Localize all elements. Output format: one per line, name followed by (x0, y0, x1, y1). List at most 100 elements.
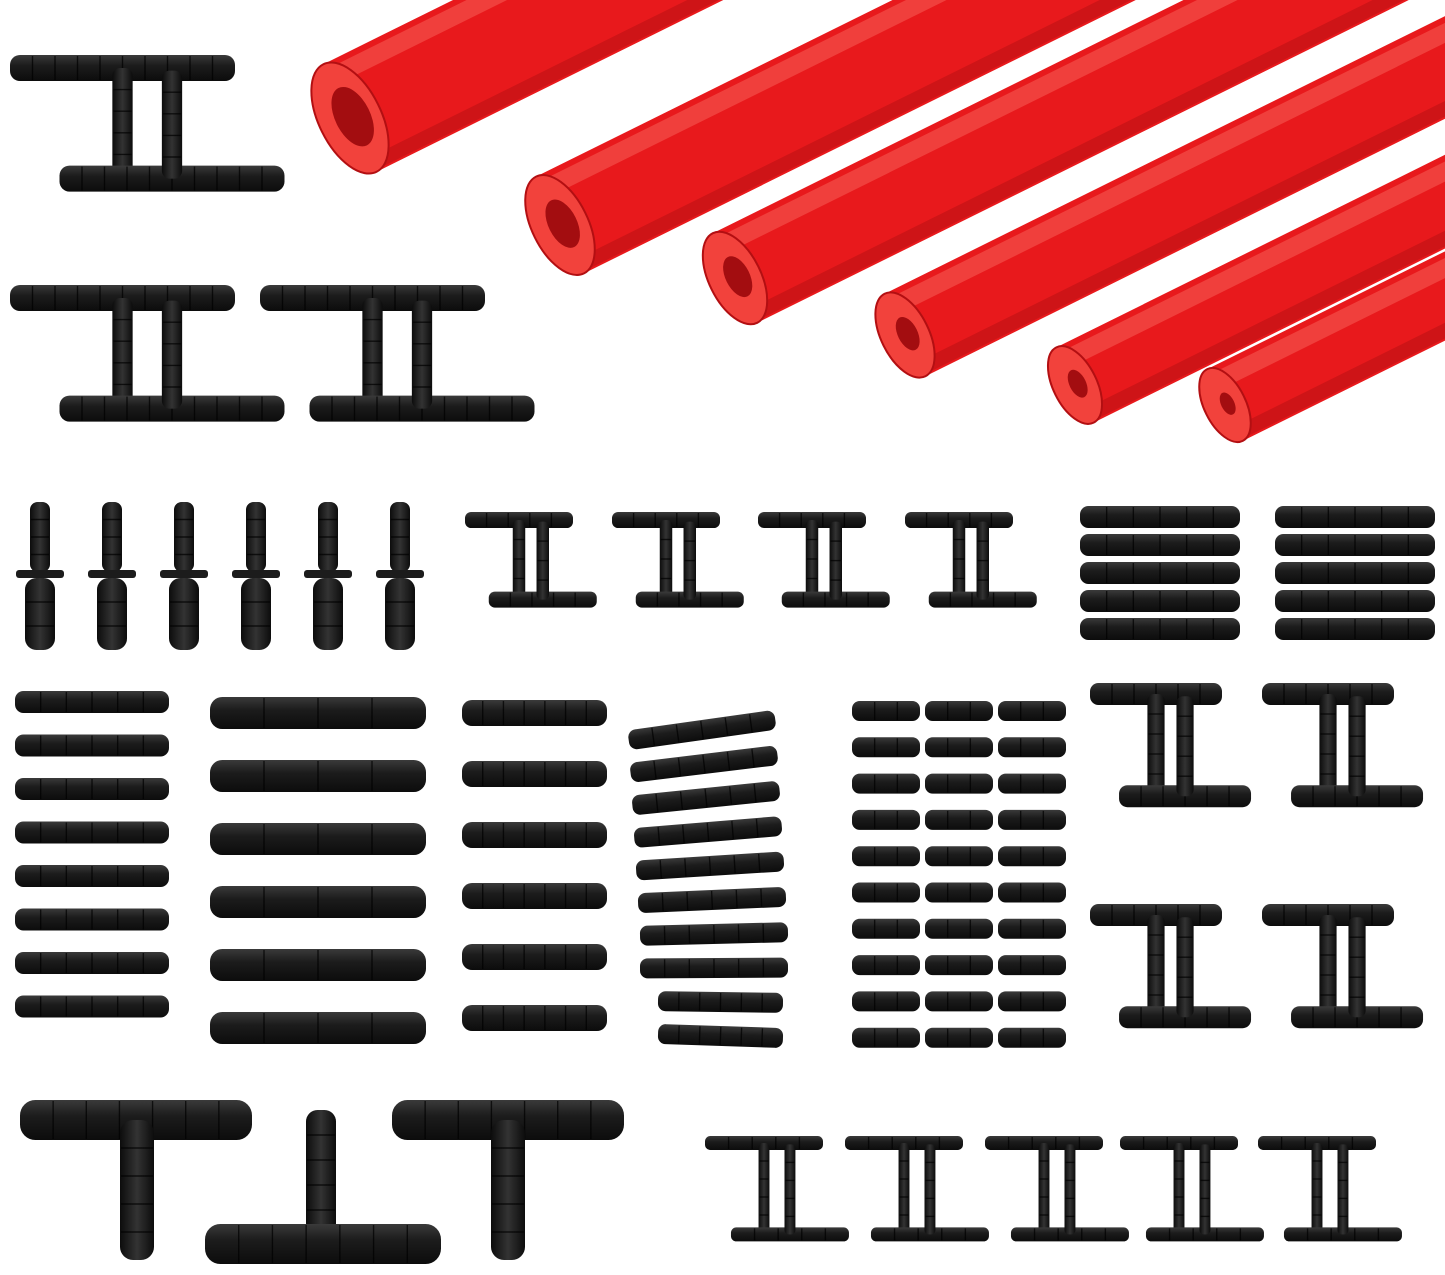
mini-tee-pair-lower (1145, 1144, 1264, 1242)
reducer-coupler (304, 502, 352, 650)
medium-tee-pair-upper (1262, 683, 1394, 794)
short-coupler (998, 991, 1066, 1012)
long-coupler (210, 760, 426, 792)
reducer-coupler (160, 502, 208, 650)
short-coupler (998, 918, 1066, 939)
mini-tee-pair-upper (705, 1136, 823, 1233)
long-coupler (210, 697, 426, 729)
large-tee-pair (10, 285, 285, 422)
short-coupler (852, 737, 920, 758)
large-tee-pair (10, 55, 285, 192)
mini-tee-pair (845, 1136, 989, 1242)
medium-tee-pair-lower (1119, 917, 1252, 1029)
giant-tee (205, 1110, 441, 1264)
mini-tee-pair-upper (1120, 1136, 1238, 1233)
small-tee-pair-lower (635, 521, 744, 608)
ridged-coupler (462, 883, 607, 909)
straight-coupler (15, 952, 169, 974)
mini-tee-pair (1258, 1136, 1402, 1242)
medium-tee-pair-upper (1090, 904, 1222, 1015)
small-tee-pair-lower (928, 521, 1037, 608)
red-tube (1198, 251, 1445, 444)
medium-tee-pair (1090, 683, 1252, 808)
medium-tee-pair-lower (1291, 696, 1424, 808)
short-coupler (852, 846, 920, 867)
angled-coupler (637, 887, 787, 913)
mini-tee-pair-upper (1258, 1136, 1376, 1233)
angled-coupler (628, 710, 776, 750)
short-coupler (998, 1027, 1066, 1048)
large-tee-pair (260, 285, 535, 422)
stacked-coupler (1080, 506, 1240, 528)
short-coupler (852, 773, 920, 794)
short-coupler (852, 701, 920, 721)
large-tee-pair-lower (309, 300, 535, 422)
mini-tee-pair (705, 1136, 849, 1242)
medium-tee-pair (1262, 683, 1424, 808)
medium-tee-pair-upper (1090, 683, 1222, 794)
ridged-coupler (462, 1005, 607, 1031)
small-tee-pair-upper (465, 512, 573, 598)
red-tube (701, 0, 1409, 326)
angled-coupler (639, 957, 789, 979)
red-tube (310, 0, 724, 175)
large-tee-pair-lower (59, 70, 285, 192)
small-tee-pair-upper (905, 512, 1013, 598)
medium-tee-pair (1262, 904, 1424, 1029)
mini-tee-pair (1120, 1136, 1264, 1242)
angled-coupler (634, 816, 782, 848)
long-coupler (210, 1012, 426, 1044)
ridged-coupler (462, 761, 607, 787)
short-coupler (925, 701, 993, 721)
mini-tee-pair-upper (845, 1136, 963, 1233)
short-coupler (925, 918, 993, 939)
giant-tee (20, 1100, 252, 1260)
angled-coupler (657, 1024, 784, 1048)
long-coupler (210, 949, 426, 981)
stacked-coupler (1080, 590, 1240, 612)
angled-coupler (635, 851, 785, 881)
straight-coupler (15, 778, 169, 800)
long-coupler (210, 823, 426, 855)
angled-coupler (657, 991, 784, 1013)
ridged-coupler (462, 700, 607, 726)
straight-coupler (15, 865, 169, 887)
straight-coupler (15, 691, 169, 713)
medium-tee-pair-upper (1262, 904, 1394, 1015)
reducer-coupler (232, 502, 280, 650)
straight-coupler (15, 821, 169, 844)
stacked-coupler (1080, 562, 1240, 584)
reducer-coupler (88, 502, 136, 650)
mini-tee-pair-lower (1283, 1144, 1402, 1242)
short-coupler (852, 955, 920, 976)
large-tee-pair-upper (10, 55, 235, 176)
ridged-coupler (462, 822, 607, 848)
reducer-coupler (16, 502, 64, 650)
short-coupler (925, 773, 993, 794)
mini-tee-pair-upper (985, 1136, 1103, 1233)
stacked-coupler (1275, 562, 1435, 584)
short-coupler (925, 882, 993, 903)
small-tee-pair-lower (488, 521, 597, 608)
straight-coupler (15, 995, 169, 1018)
giant-tee (392, 1100, 624, 1260)
short-coupler (998, 701, 1066, 721)
stacked-coupler (1275, 534, 1435, 556)
straight-coupler (15, 908, 169, 931)
stacked-coupler (1275, 618, 1435, 640)
medium-tee-pair-lower (1119, 696, 1252, 808)
medium-tee-pair (1090, 904, 1252, 1029)
short-coupler (852, 1027, 920, 1048)
small-tee-pair-upper (758, 512, 866, 598)
short-coupler (925, 955, 993, 976)
long-coupler (210, 886, 426, 918)
small-tee-pair (758, 512, 890, 608)
red-tubing-group (310, 0, 1445, 444)
straight-coupler (15, 734, 169, 757)
short-coupler (852, 809, 920, 830)
small-tee-pair-upper (612, 512, 720, 598)
stacked-coupler (1275, 590, 1435, 612)
angled-coupler (630, 746, 778, 782)
small-tee-pair (612, 512, 744, 608)
short-coupler (998, 882, 1066, 903)
